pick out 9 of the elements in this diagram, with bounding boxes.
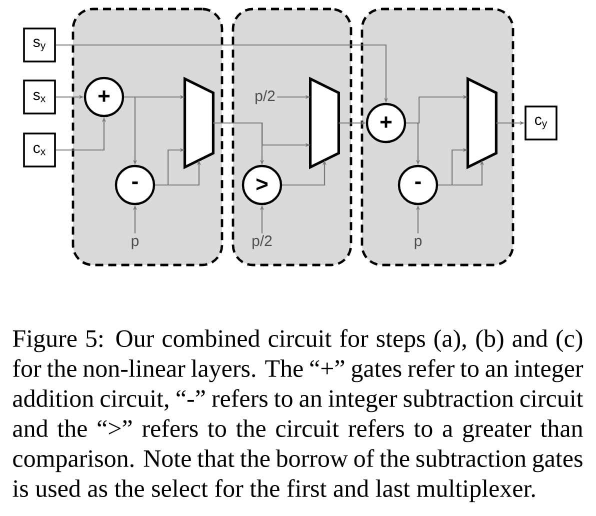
signal-box: c$_{y}$ xyxy=(524,106,558,140)
input-label: p xyxy=(414,238,422,250)
input-label: p/2 xyxy=(252,235,272,250)
signal-box: s$_{x}$ xyxy=(23,80,56,114)
signal-box: s$_{y}$ xyxy=(23,28,56,62)
input-label: p xyxy=(132,238,139,250)
caption: Figure 5: Our combined circuit for steps (a), (b) and (c) for the non-linear layers. The “+” gates refer to an integer addition circuit, “-” refers to an integer subtraction circuit and the “>” refers to the circuit refers to a greater than comparison. Note that the borrow of the subtraction gates is used as the select for the first and last multiplexer. xyxy=(12,329,584,502)
input-label: p/2 xyxy=(256,90,275,104)
signal-box: c$_{x}$ xyxy=(23,132,56,168)
